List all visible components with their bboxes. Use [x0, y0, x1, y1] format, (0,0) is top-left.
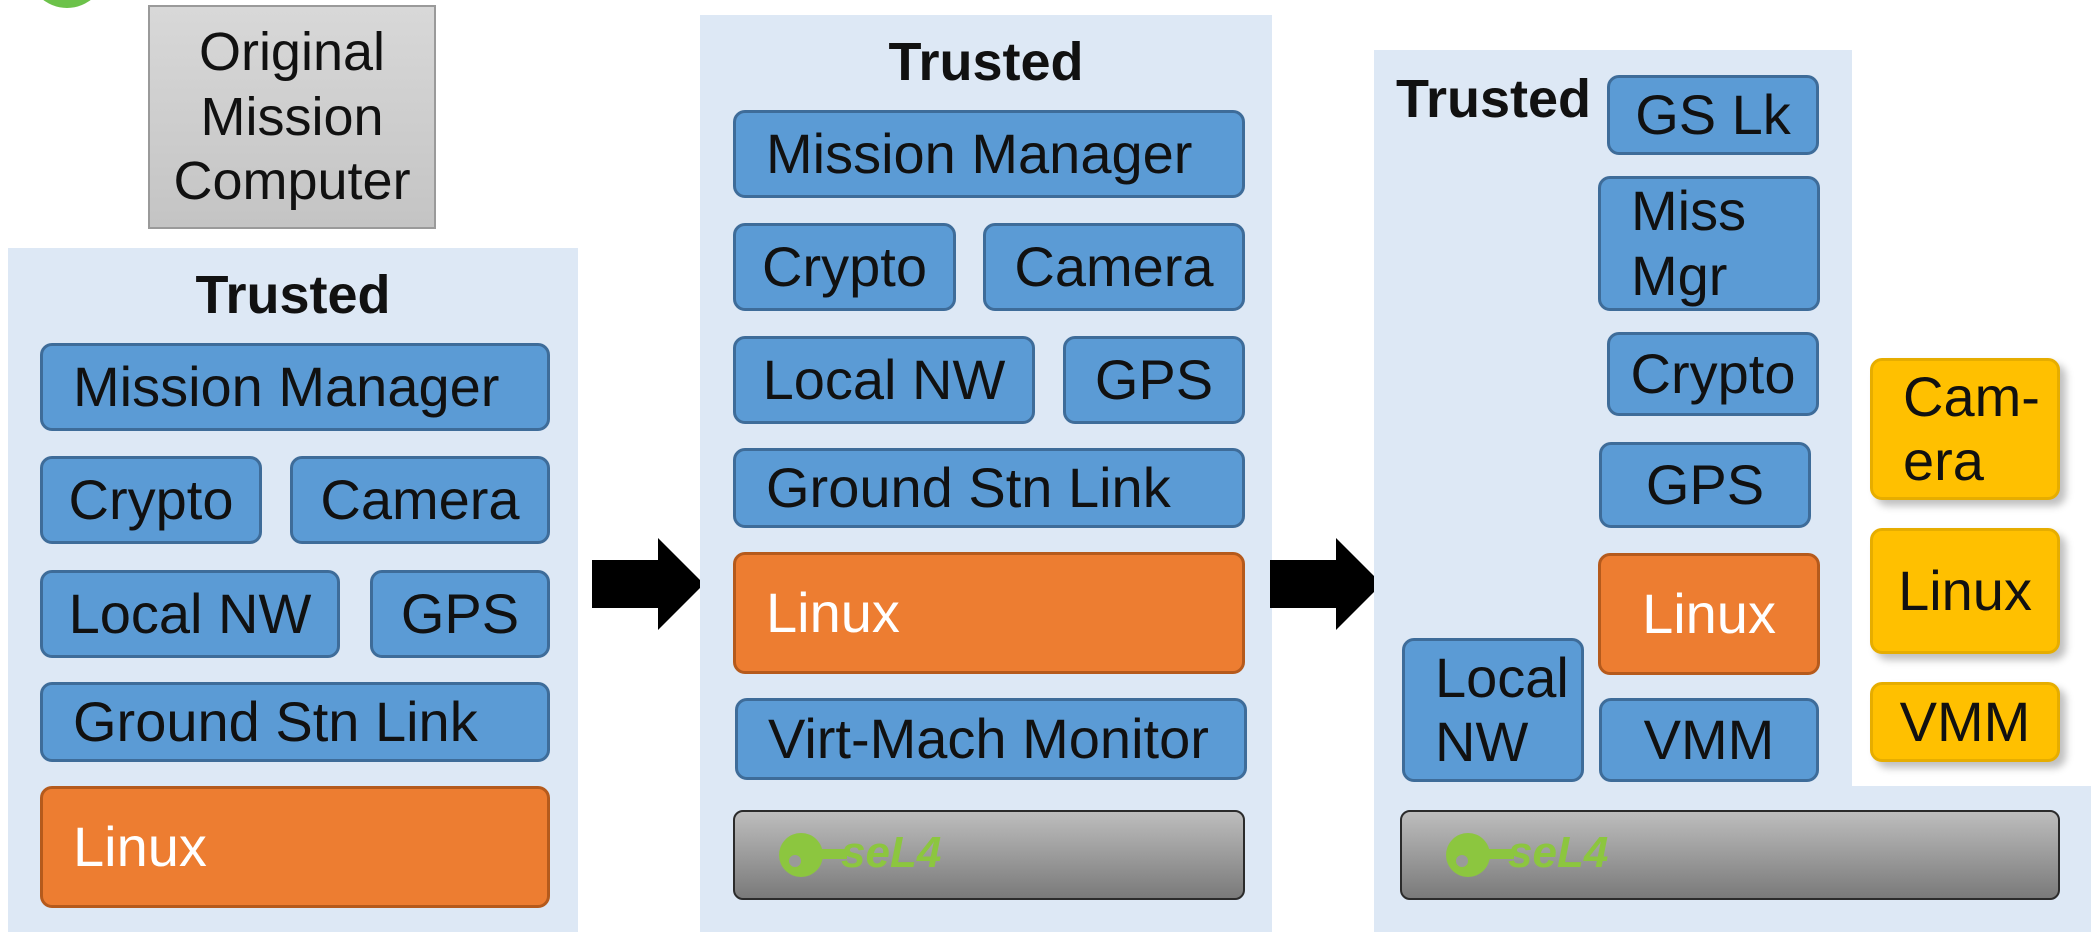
- stage2-camera-box: Camera: [983, 223, 1245, 311]
- stage1-crypto-label: Crypto: [68, 467, 234, 531]
- sel4-key-icon: seL4: [1446, 828, 1608, 877]
- stage1-crypto-box: Crypto: [40, 456, 262, 544]
- stage3-untrusted-linux-box: Linux: [1870, 528, 2060, 654]
- stage1-gps-box: GPS: [370, 570, 550, 658]
- arrow-right-icon: [592, 538, 704, 630]
- green-circle-icon: [28, 0, 106, 8]
- stage1-ground-stn-link-label: Ground Stn Link: [73, 689, 478, 753]
- stage1-trusted-title: Trusted: [195, 265, 391, 325]
- stage3-linux-label: Linux: [1642, 581, 1776, 645]
- stage2-camera-label: Camera: [1014, 234, 1214, 298]
- stage3-local-nw-box: Local NW: [1402, 638, 1584, 782]
- stage3-gps-box: GPS: [1599, 442, 1811, 528]
- stage3-crypto-label: Crypto: [1630, 341, 1796, 405]
- stage3-untrusted-linux-label: Linux: [1898, 558, 2032, 622]
- stage2-crypto-label: Crypto: [762, 234, 927, 298]
- stage3-untrusted-camera-box: Cam- era: [1870, 358, 2060, 500]
- stage2-linux-box: Linux: [733, 552, 1245, 674]
- stage3-trusted-title: Trusted: [1396, 69, 1592, 129]
- stage1-linux-box: Linux: [40, 786, 550, 908]
- stage3-crypto-box: Crypto: [1607, 332, 1819, 416]
- stage2-ground-stn-link-box: Ground Stn Link: [733, 448, 1245, 528]
- stage1-ground-stn-link-box: Ground Stn Link: [40, 682, 550, 762]
- stage2-mission-manager-box: Mission Manager: [733, 110, 1245, 198]
- stage2-gps-box: GPS: [1063, 336, 1245, 424]
- stage3-untrusted-vmm-box: VMM: [1870, 682, 2060, 762]
- arrow-right-icon: [1270, 538, 1382, 630]
- original-mission-computer-label: Original Mission Computer: [173, 21, 411, 212]
- stage2-vmm-label: Virt-Mach Monitor: [768, 706, 1209, 770]
- stage2-trusted-title: Trusted: [888, 32, 1084, 92]
- stage2-gps-label: GPS: [1094, 347, 1214, 411]
- stage3-untrusted-camera-label: Cam- era: [1903, 364, 2040, 492]
- stage1-mission-manager-box: Mission Manager: [40, 343, 550, 431]
- stage2-local-nw-label: Local NW: [762, 347, 1006, 411]
- stage2-vmm-box: Virt-Mach Monitor: [735, 698, 1247, 780]
- stage3-vmm-box: VMM: [1599, 698, 1819, 782]
- stage3-linux-box: Linux: [1598, 553, 1820, 675]
- stage2-crypto-box: Crypto: [733, 223, 956, 311]
- stage1-linux-label: Linux: [73, 814, 207, 878]
- stage2-mission-manager-label: Mission Manager: [766, 121, 1193, 185]
- stage3-miss-mgr-box: Miss Mgr: [1598, 176, 1820, 311]
- stage3-gs-lk-box: GS Lk: [1607, 75, 1819, 155]
- sel4-logo-text: seL4: [1508, 828, 1608, 877]
- stage2-sel4-kernel-bar: seL4: [733, 810, 1245, 900]
- stage1-camera-label: Camera: [320, 467, 520, 531]
- stage2-local-nw-box: Local NW: [733, 336, 1035, 424]
- stage3-miss-mgr-label: Miss Mgr: [1631, 179, 1747, 307]
- stage3-vmm-label: VMM: [1643, 707, 1775, 771]
- original-mission-computer-box: Original Mission Computer: [148, 5, 436, 229]
- stage1-local-nw-box: Local NW: [40, 570, 340, 658]
- stage1-mission-manager-label: Mission Manager: [73, 354, 500, 418]
- stage3-gps-label: GPS: [1645, 452, 1765, 516]
- stage2-ground-stn-link-label: Ground Stn Link: [766, 455, 1171, 519]
- stage1-gps-label: GPS: [400, 581, 520, 645]
- sel4-key-icon: seL4: [779, 828, 941, 877]
- stage3-local-nw-label: Local NW: [1435, 645, 1569, 773]
- stage3-sel4-kernel-bar: seL4: [1400, 810, 2060, 900]
- stage1-camera-box: Camera: [290, 456, 550, 544]
- stage3-untrusted-vmm-label: VMM: [1899, 689, 2031, 753]
- stage3-gs-lk-label: GS Lk: [1635, 82, 1791, 146]
- sel4-logo-text: seL4: [841, 828, 941, 877]
- stage2-linux-label: Linux: [766, 580, 900, 644]
- stage1-local-nw-label: Local NW: [68, 581, 312, 645]
